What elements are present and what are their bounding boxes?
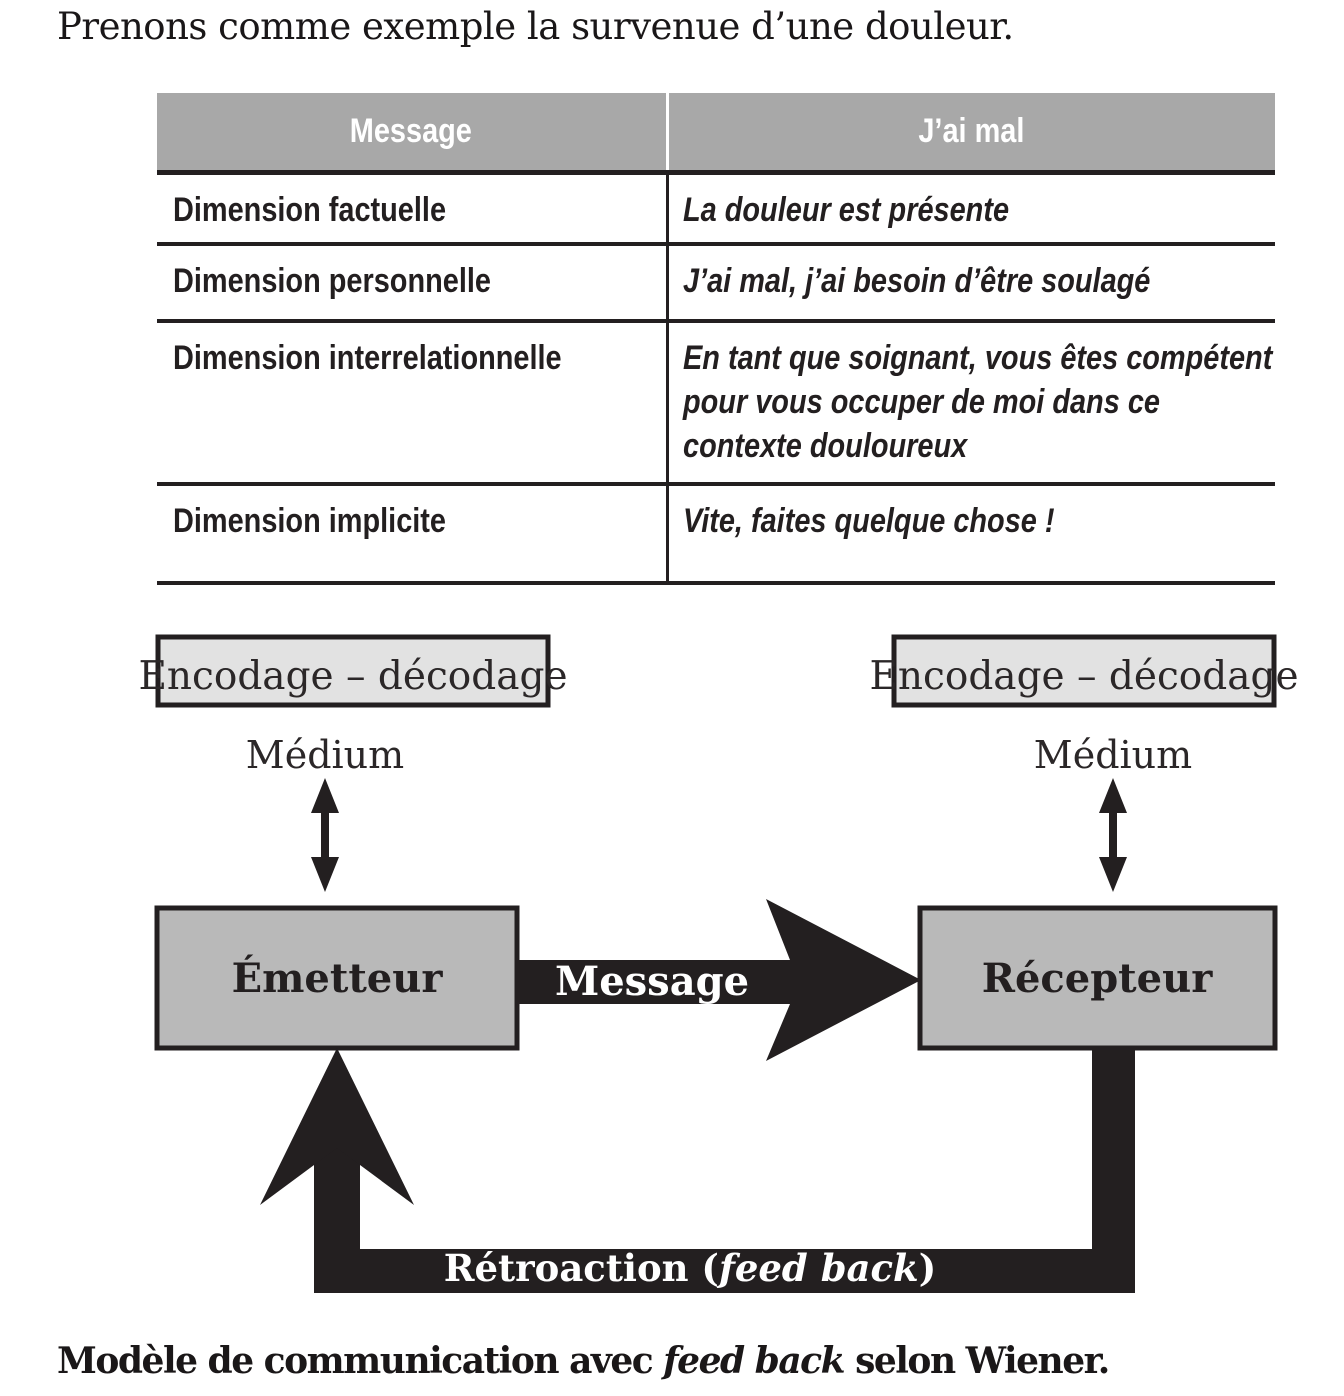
row-value: Vite, faites quelque chose ! xyxy=(682,502,1055,540)
medium-label-left: Médium xyxy=(246,733,404,777)
row-value: La douleur est présente xyxy=(682,191,1009,229)
row-label: Dimension interrelationnelle xyxy=(173,339,562,377)
encodage-box-right xyxy=(891,634,1277,708)
intro-text: Prenons comme exemple la survenue d’une … xyxy=(57,5,1014,48)
table-row: Dimension interrelationnelle En tant que… xyxy=(157,321,1275,486)
table-row: Dimension personnelle J’ai mal, j’ai bes… xyxy=(157,244,1275,323)
encodage-label-left: Encodage – décodage xyxy=(138,654,567,699)
communication-diagram: Encodage – décodage Encodage – décodage … xyxy=(138,634,1299,1293)
row-label: Dimension implicite xyxy=(173,502,447,540)
message-label: Message xyxy=(555,958,749,1005)
caption-italic: feed back xyxy=(663,1340,845,1382)
table-header-jaimal-label: J’ai mal xyxy=(918,112,1025,150)
row-value-cell: J’ai mal, j’ai besoin d’être soulagé xyxy=(667,244,1275,323)
medium-double-arrow-right-icon xyxy=(1099,778,1127,892)
table-header-message-label: Message xyxy=(350,112,473,150)
medium-label-right: Médium xyxy=(1034,733,1192,777)
row-label: Dimension personnelle xyxy=(173,262,491,300)
feedback-label-suffix: ) xyxy=(919,1246,937,1290)
feedback-label-italic: feed back xyxy=(716,1246,919,1290)
table-row: Dimension implicite Vite, faites quelque… xyxy=(157,484,1275,585)
row-label-cell: Dimension factuelle xyxy=(157,172,669,246)
receiver-box xyxy=(917,905,1278,1051)
row-value: En tant que soignant, vous êtes compéten… xyxy=(682,339,1272,465)
feedback-label: Rétroaction (feed back) xyxy=(444,1246,936,1290)
table-row: Dimension factuelle La douleur est prése… xyxy=(157,172,1275,246)
caption-part2: selon Wiener. xyxy=(844,1340,1110,1382)
emitter-box xyxy=(154,905,520,1051)
table-header-row: Message J’ai mal xyxy=(157,93,1275,175)
message-table: Message J’ai mal Dimension factuelle La … xyxy=(157,93,1275,585)
figure-caption: Modèle de communication avec feed back s… xyxy=(57,1339,1110,1384)
row-value-cell: Vite, faites quelque chose ! xyxy=(667,484,1275,585)
feedback-label-prefix: Rétroaction ( xyxy=(444,1246,719,1290)
row-label-cell: Dimension personnelle xyxy=(157,244,669,323)
row-value-cell: La douleur est présente xyxy=(667,172,1275,246)
caption-part1: Modèle de communication avec xyxy=(57,1340,664,1382)
row-label-cell: Dimension interrelationnelle xyxy=(157,321,669,486)
encodage-label-right: Encodage – décodage xyxy=(869,654,1298,699)
emitter-label: Émetteur xyxy=(232,955,444,1002)
table-header-message: Message xyxy=(157,93,669,175)
encodage-box-left xyxy=(155,634,551,708)
row-value: J’ai mal, j’ai besoin d’être soulagé xyxy=(682,262,1150,300)
medium-double-arrow-left-icon xyxy=(311,778,339,892)
row-label-cell: Dimension implicite xyxy=(157,484,669,585)
row-label: Dimension factuelle xyxy=(173,191,447,229)
message-arrow xyxy=(519,899,921,1061)
feedback-arrow xyxy=(260,1048,1135,1293)
receiver-label: Récepteur xyxy=(982,955,1213,1002)
row-value-cell: En tant que soignant, vous êtes compéten… xyxy=(667,321,1275,486)
table-header-jaimal: J’ai mal xyxy=(667,93,1275,175)
